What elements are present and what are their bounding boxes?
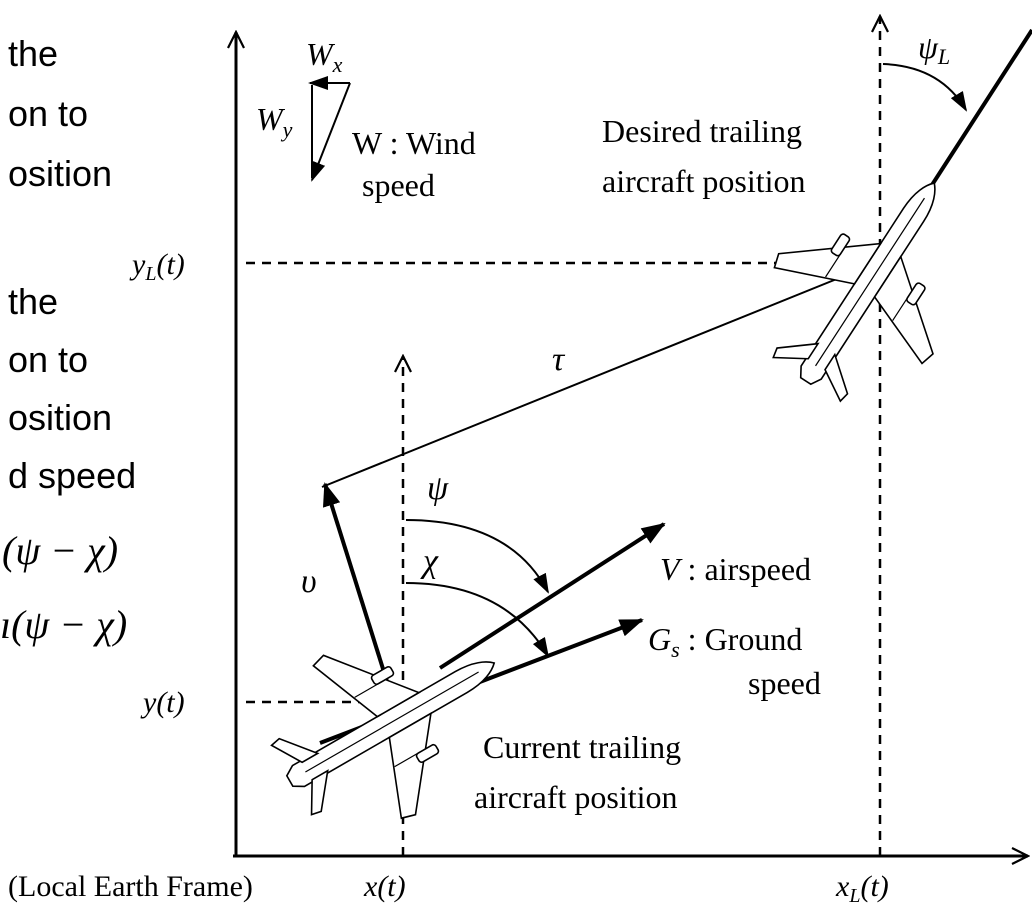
leader-heading-line — [928, 28, 1032, 190]
upsilon-label: υ — [301, 563, 317, 600]
xL-label: xL(t) — [835, 870, 889, 906]
trailing-aircraft — [270, 654, 496, 820]
leading-aircraft — [772, 182, 936, 403]
yL-label: yL(t) — [129, 248, 185, 285]
ground-speed-label-line-1: Gs : Ground — [648, 621, 802, 662]
wind-caption-line-1: W : Wind — [352, 125, 476, 161]
tau-line — [321, 271, 855, 488]
svg-text:yL(t): yL(t) — [129, 248, 185, 285]
equation-1: (ψ − χ) — [2, 528, 118, 573]
current-position-line-1: Current trailing — [483, 729, 681, 765]
left-text-block: the on to osition the on to osition d sp… — [0, 33, 136, 647]
x-t-label: x(t) — [363, 870, 406, 903]
left-text-line-1: the — [8, 33, 58, 74]
y-t-label: y(t) — [140, 686, 185, 719]
wind-wy-label: Wy — [256, 101, 293, 142]
airspeed-vector — [438, 522, 666, 670]
left-text-line-5: on to — [8, 339, 88, 380]
left-text-line-3: osition — [8, 153, 112, 194]
chi-label: χ — [420, 543, 439, 580]
wind-caption-line-2: speed — [362, 167, 435, 203]
left-text-line-4: the — [8, 281, 58, 322]
desired-position-line-2: aircraft position — [602, 163, 805, 199]
svg-text:Wx: Wx — [306, 36, 343, 77]
ground-speed-label-line-2: speed — [748, 665, 821, 701]
left-text-line-6: osition — [8, 397, 112, 438]
left-text-line-7: d speed — [8, 455, 136, 496]
equation-2: ı(ψ − χ) — [0, 602, 127, 647]
left-text-line-2: on to — [8, 93, 88, 134]
upsilon-vector — [322, 482, 391, 689]
psi-L-label: ψL — [918, 29, 950, 69]
psi-label: ψ — [427, 470, 449, 507]
airspeed-label: V : airspeed — [660, 551, 811, 587]
psi-L-arc — [882, 63, 968, 112]
chi-arc — [405, 582, 550, 658]
current-position-line-2: aircraft position — [474, 779, 677, 815]
psi-arc — [405, 519, 549, 594]
svg-text:Wy: Wy — [256, 101, 293, 142]
wind-triangle — [308, 76, 351, 182]
wind-wx-label: Wx — [306, 36, 343, 77]
tau-label: τ — [552, 341, 566, 378]
frame-label: (Local Earth Frame) — [8, 870, 253, 903]
svg-text:ψL: ψL — [918, 29, 950, 69]
desired-position-line-1: Desired trailing — [602, 113, 802, 149]
svg-text:xL(t): xL(t) — [835, 870, 889, 906]
